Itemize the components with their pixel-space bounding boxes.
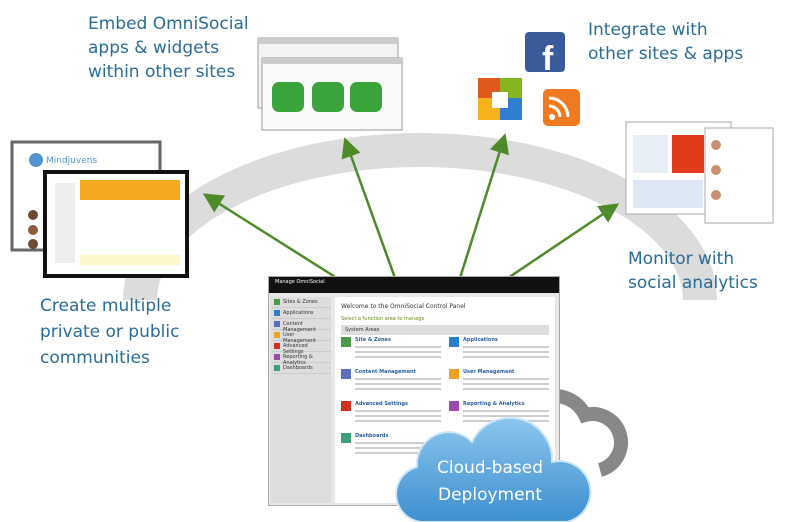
community-site-image: Mindjuvens xyxy=(10,140,189,278)
caption-line: apps & widgets xyxy=(88,38,220,58)
caption-line: Embed OmniSocial xyxy=(88,14,249,34)
arrow-integrate xyxy=(458,133,510,279)
facebook-icon: f xyxy=(525,32,565,78)
control-panel-sidebar: Sites & Zones Applications Content Manag… xyxy=(271,297,331,503)
area-item: Advanced Settings xyxy=(341,401,441,429)
caption-line: Create multiple xyxy=(40,296,172,316)
area-item: Site & Zones xyxy=(341,337,441,365)
sidebar-item: Content Management xyxy=(271,319,331,333)
svg-text:f: f xyxy=(542,40,554,78)
caption-line: social analytics xyxy=(628,273,758,293)
caption-embed: Embed OmniSocial apps & widgets within o… xyxy=(88,12,249,84)
embedded-widgets-image xyxy=(257,37,403,131)
sidebar-item: Dashboards xyxy=(271,363,331,374)
caption-line: other sites & apps xyxy=(588,44,744,64)
arrow-communities xyxy=(202,193,341,282)
caption-monitor: Monitor with social analytics xyxy=(628,247,758,295)
arrow-monitor xyxy=(504,203,620,282)
area-item: Applications xyxy=(449,337,549,365)
area-title: Dashboards xyxy=(355,433,389,439)
caption-communities: Create multiple private or public commun… xyxy=(40,293,179,371)
area-item: User Management xyxy=(449,369,549,397)
svg-text:Mindjuvens: Mindjuvens xyxy=(46,156,97,166)
cloud-label-line: Deployment xyxy=(438,485,542,505)
caption-line: Integrate with xyxy=(588,20,708,40)
arrow-embed xyxy=(341,137,397,279)
caption-line: communities xyxy=(40,348,150,368)
cloud-label: Cloud-based Deployment xyxy=(405,455,575,509)
area-title: Reporting & Analytics xyxy=(463,401,525,407)
area-title: Advanced Settings xyxy=(355,401,408,407)
sidebar-item: Applications xyxy=(271,308,331,319)
select-instruction: Select a function area to manage xyxy=(341,316,425,322)
caption-integrate: Integrate with other sites & apps xyxy=(588,18,743,66)
sidebar-item: User Management xyxy=(271,330,331,344)
caption-line: Monitor with xyxy=(628,249,735,269)
control-panel-header: Manage OmniSocial xyxy=(269,277,559,293)
system-areas-bar: System Areas xyxy=(341,325,549,335)
area-title: Site & Zones xyxy=(355,337,391,343)
cloud-label-line: Cloud-based xyxy=(436,458,543,478)
cloud-icon xyxy=(395,416,592,522)
area-title: Applications xyxy=(463,337,498,343)
office-icon xyxy=(478,78,522,120)
area-title: User Management xyxy=(463,369,515,375)
caption-line: private or public xyxy=(40,322,180,342)
sidebar-item: Reporting & Analytics xyxy=(271,352,331,366)
area-item: Dashboards xyxy=(341,433,441,461)
sidebar-item: Advanced Settings xyxy=(271,341,331,355)
area-item: Content Management xyxy=(341,369,441,397)
sidebar-item: Sites & Zones xyxy=(271,297,331,308)
caption-line: within other sites xyxy=(88,62,236,82)
arrows xyxy=(202,133,620,282)
analytics-dashboard-image xyxy=(625,121,774,224)
welcome-title: Welcome to the OmniSocial Control Panel xyxy=(341,303,466,310)
area-title: Content Management xyxy=(355,369,416,375)
rss-icon xyxy=(543,89,580,126)
